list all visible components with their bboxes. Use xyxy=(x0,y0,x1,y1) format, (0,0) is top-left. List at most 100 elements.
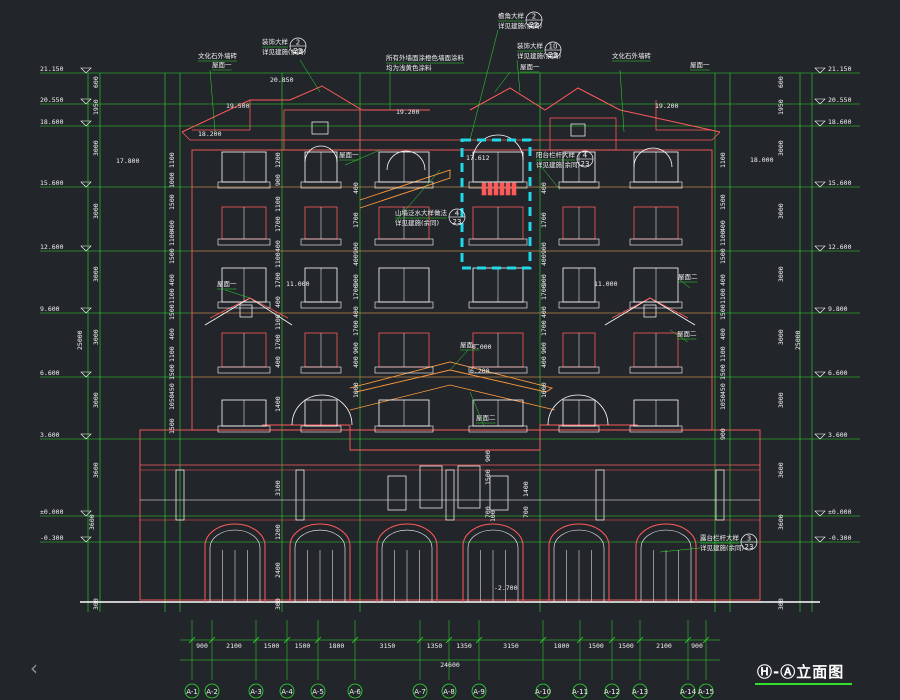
drawing-title: Ⓗ-Ⓐ立面图 xyxy=(757,663,845,681)
vdim-left-outer: 3600 xyxy=(92,462,100,478)
vdim-door: 700 xyxy=(484,506,492,518)
vdim-right-inner: 1500 xyxy=(719,304,727,320)
annotation-text: 山墙泛水大样做法 xyxy=(395,208,448,217)
annotation-subtext: 详见建施(余同) xyxy=(536,160,580,169)
vdim-door: 1400 xyxy=(522,481,530,497)
vdim-left-col3: 1200 xyxy=(274,524,282,540)
axis-bubble xyxy=(441,683,457,699)
arched-window-top xyxy=(386,150,426,171)
axis-label: A-14 xyxy=(680,688,697,696)
gable-vent xyxy=(239,304,253,318)
annotation-text: 屋面一 xyxy=(339,151,359,159)
balcony-railing xyxy=(629,181,683,189)
detail-callout-number: 3 xyxy=(747,535,751,543)
entry-arch xyxy=(291,394,353,426)
vdim-mid-col: 1700 xyxy=(352,320,360,336)
level-triangle-right xyxy=(814,307,826,314)
vdim-right-inner: 1100 xyxy=(719,230,727,246)
vdim-mid-col-right: 900 xyxy=(540,242,548,254)
vdim-right-inner: 400 xyxy=(719,328,727,340)
vdim-left-col3: 1700 xyxy=(274,334,282,350)
vdim-right-inner: 1500 xyxy=(719,194,727,210)
vdim-mid-col-right: 400 xyxy=(540,306,548,318)
vdim-left-inner: 1100 xyxy=(168,346,176,362)
arched-window-top xyxy=(304,145,338,163)
vdim-right-inner: 900 xyxy=(719,428,727,440)
level-triangle-left xyxy=(80,510,92,517)
vdim-left-inner: 450 xyxy=(168,383,176,395)
vdim-right-inner: 450 xyxy=(719,383,727,395)
podium-column xyxy=(595,469,605,521)
window-group xyxy=(204,121,697,602)
entry-parapet xyxy=(262,424,638,451)
axis-bubble xyxy=(535,683,551,699)
vdim-mid-col-right: 400 xyxy=(540,182,548,194)
balcony-railing xyxy=(374,301,434,309)
balcony-railing xyxy=(629,366,683,374)
level-triangle-left xyxy=(80,433,92,440)
vdim-left-col3: 1100 xyxy=(274,314,282,330)
bottom-dim-span: 1500 xyxy=(588,642,604,650)
detail-callout-sheet: 23 xyxy=(745,543,754,551)
vdim-left-inner: 1100 xyxy=(168,288,176,304)
annotation-text: 屋面二 xyxy=(677,330,697,338)
dimension-tick xyxy=(252,636,260,644)
annotation-text: 阳台栏杆大样 xyxy=(536,150,576,159)
level-mark-right: -0.300 xyxy=(828,534,852,542)
vdim-right-total: 25000 xyxy=(794,330,802,350)
annotation-text: 装饰大样 xyxy=(262,37,289,46)
vdim-right-outer: 3000 xyxy=(777,329,785,345)
balcony-railing xyxy=(300,425,342,433)
podium-window xyxy=(489,475,509,511)
vdim-left-col3: 3100 xyxy=(274,480,282,496)
vdim-left-col3: 1200 xyxy=(274,152,282,168)
axis-bubble xyxy=(204,683,220,699)
central-roof-lower xyxy=(349,384,556,411)
annotation-text: 屋面一 xyxy=(690,61,710,69)
level-mark-right: 12.600 xyxy=(828,243,852,251)
vdim-right-outer: 3000 xyxy=(777,203,785,219)
central-roof xyxy=(349,361,554,393)
level-mark-inner: 8.000 xyxy=(472,343,492,351)
decor-shutter xyxy=(505,182,511,196)
vdim-left-inner: 400 xyxy=(168,328,176,340)
arched-door-inner xyxy=(467,529,519,602)
dimension-tick xyxy=(445,636,453,644)
vdim-right-outer: 3600 xyxy=(777,514,785,530)
dimension-tick xyxy=(702,636,710,644)
detail-callout-sheet: 23 xyxy=(549,51,558,59)
vdim-mid-col: 900 xyxy=(352,274,360,286)
right-gable-small-inner xyxy=(611,297,689,319)
arched-window-top xyxy=(472,134,524,161)
vdim-left-outer: 3000 xyxy=(92,140,100,156)
decor-shutter xyxy=(499,182,505,196)
axis-label: A-15 xyxy=(698,688,714,696)
balcony-railing xyxy=(217,238,271,246)
level-triangle-left xyxy=(80,120,92,127)
vdim-right-inner: 1100 xyxy=(719,152,727,168)
dimension-tick xyxy=(576,636,584,644)
dimension-tick xyxy=(208,636,216,644)
level-triangle-right xyxy=(814,181,826,188)
annotation-text: 屋面二 xyxy=(678,273,698,281)
bottom-dim-span: 3150 xyxy=(503,642,519,650)
arched-door xyxy=(548,523,610,602)
annotation-subtext: 详见建施(余同) xyxy=(517,51,561,60)
leader-line xyxy=(659,547,701,553)
leader-line xyxy=(344,149,381,166)
vdim-left-inner: 1500 xyxy=(168,364,176,380)
bottom-dim-total: 24600 xyxy=(440,661,460,669)
prev-page-icon[interactable]: ‹ xyxy=(30,656,38,680)
level-mark-left: 18.600 xyxy=(40,118,64,126)
vdim-left-total: 25000 xyxy=(76,330,84,350)
bottom-dim-span: 3150 xyxy=(380,642,396,650)
level-mark-left: 20.550 xyxy=(40,96,64,104)
level-mark-inner: 19.200 xyxy=(655,102,679,110)
axis-bubble xyxy=(572,683,588,699)
axis-label: A-3 xyxy=(250,688,262,696)
vdim-mid-col-right: 1700 xyxy=(540,212,548,228)
detail-callout-number: 2 xyxy=(532,13,536,21)
level-triangle-left xyxy=(80,245,92,252)
balcony-railing xyxy=(468,301,528,309)
